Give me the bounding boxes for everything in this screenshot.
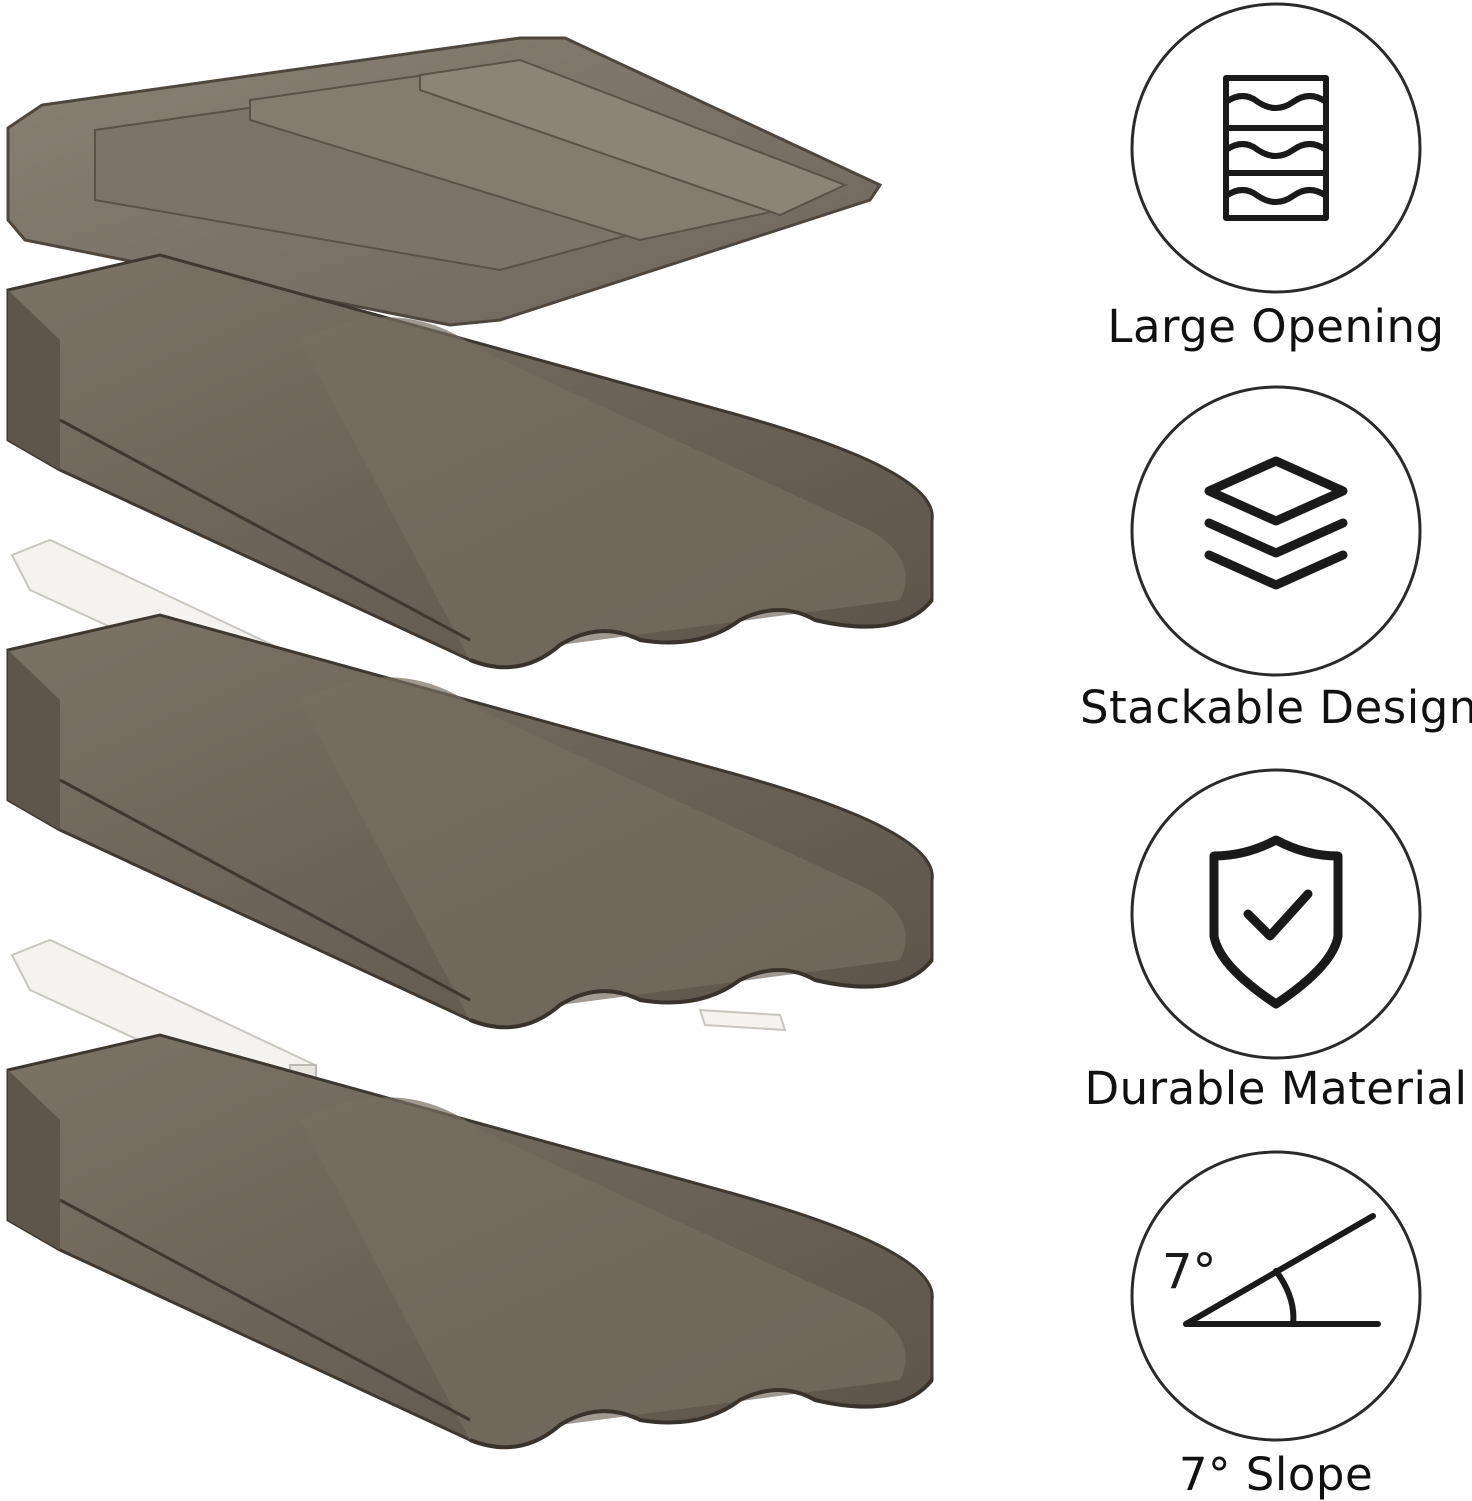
feature-label-slope: 7° Slope — [1178, 1448, 1374, 1501]
tray-3 — [6, 1033, 934, 1450]
feature-label-large-opening: Large Opening — [1107, 300, 1445, 353]
feature-label-durable-material: Durable Material — [1084, 1062, 1468, 1115]
slope-angle-text: 7° — [1162, 1244, 1217, 1300]
wavy-layers-icon — [1130, 2, 1422, 294]
product-illustration — [6, 36, 934, 1450]
feature-label-stackable-design: Stackable Design — [1080, 681, 1472, 734]
shield-check-icon — [1130, 768, 1422, 1060]
tray-2 — [6, 613, 934, 1030]
feature-stackable-design: Stackable Design — [1080, 383, 1472, 763]
feature-durable-material: Durable Material — [1080, 766, 1472, 1146]
slope-angle-icon: 7° — [1130, 1150, 1422, 1442]
tray-1 — [6, 253, 934, 670]
stacked-layers-icon — [1130, 385, 1422, 677]
feature-slope: 7° 7° Slope — [1080, 1148, 1472, 1501]
feature-large-opening: Large Opening — [1080, 0, 1472, 380]
tray-lid — [6, 36, 883, 327]
